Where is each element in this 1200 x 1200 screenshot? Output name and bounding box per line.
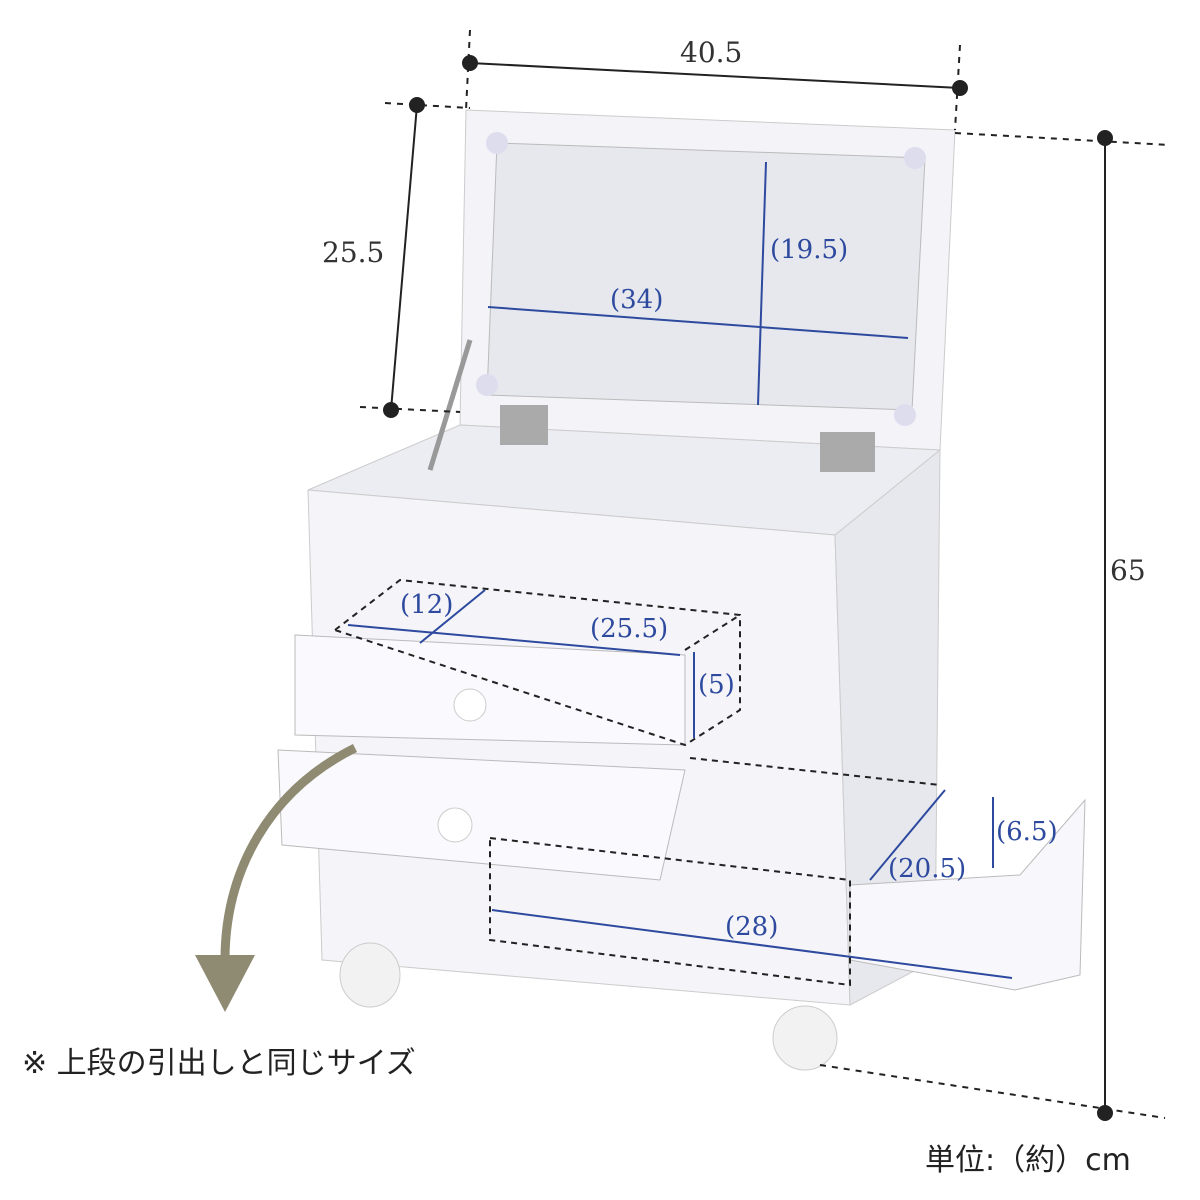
drawer-knob <box>453 688 487 722</box>
mirror-width-label: (34) <box>610 285 663 315</box>
drawer-depth-label: (12) <box>400 590 453 620</box>
drawer-knob <box>437 807 473 843</box>
mirror-height-label: (19.5) <box>770 235 848 265</box>
dashed-volumes <box>332 578 941 987</box>
height-label: 65 <box>1110 554 1146 587</box>
same-size-arrow <box>220 743 357 961</box>
same-size-note: ※ 上段の引出しと同じサイズ <box>22 1046 416 1081</box>
hinge <box>500 405 548 445</box>
drawer-width-label: (25.5) <box>590 614 668 644</box>
hinge <box>820 432 875 472</box>
unit-note: 単位:（約）cm <box>925 1143 1131 1178</box>
upper-drawer <box>294 634 686 746</box>
drawer-height-label: (5) <box>698 670 735 700</box>
outer-dimension-lines <box>359 29 1171 1121</box>
side-drawer-height-label: (6.5) <box>996 817 1058 847</box>
mirror <box>486 142 926 411</box>
side-drawer-depth-label: (20.5) <box>888 854 966 884</box>
lower-drawer <box>277 749 686 881</box>
bottom-width-label: (28) <box>725 912 778 942</box>
caster <box>772 1005 838 1071</box>
inner-dimension-lines <box>347 161 1013 979</box>
caster <box>339 942 401 1008</box>
mirror-depth-label: 25.5 <box>322 236 384 269</box>
width-label: 40.5 <box>680 36 742 69</box>
arrow-head-icon <box>195 955 255 1012</box>
